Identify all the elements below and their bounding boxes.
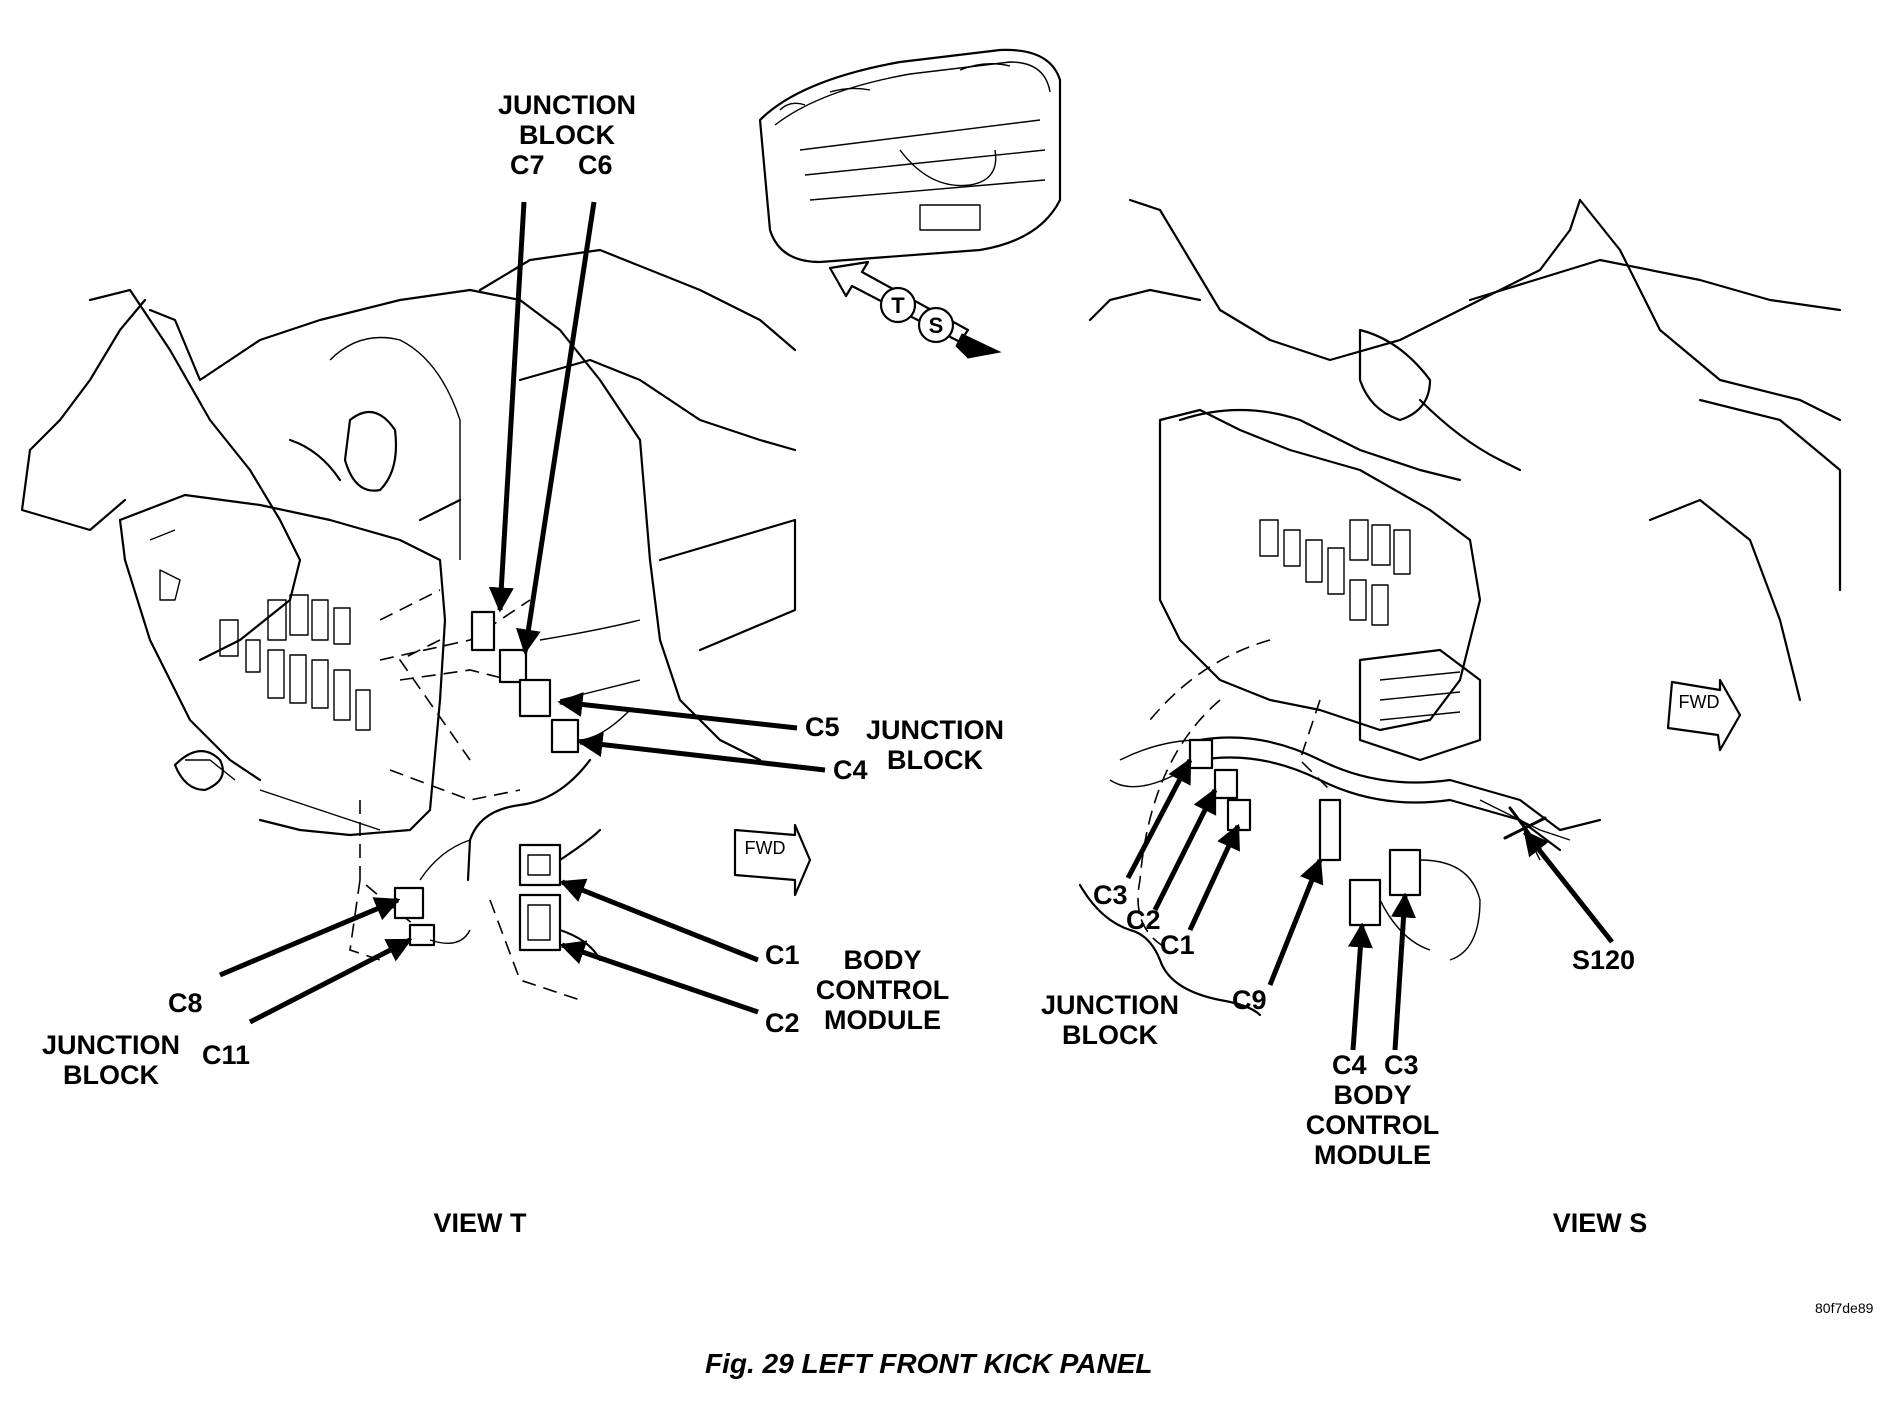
view-t-c5-label: C5: [805, 712, 840, 742]
view-t-bcm-line3: MODULE: [824, 1005, 941, 1035]
view-t-junction-block-bottom-line2: BLOCK: [63, 1060, 159, 1090]
view-t-c8-label: C8: [168, 988, 203, 1018]
view-t-title: VIEW T: [433, 1208, 527, 1238]
view-t-bcm-line2: CONTROL: [815, 975, 950, 1005]
view-t-marker: [879, 286, 917, 324]
view-s-c1-label: C1: [1160, 930, 1195, 960]
view-t-c6-label: C6: [578, 150, 613, 180]
view-t-c2-label: C2: [765, 1008, 800, 1038]
view-t-c4-label: C4: [833, 755, 868, 785]
view-s-junction-block-line1: JUNCTION: [1040, 990, 1179, 1020]
view-s-c3-label: C3: [1093, 880, 1128, 910]
view-t-junction-block-right-line2: BLOCK: [887, 745, 983, 775]
view-t-bcm-line1: BODY: [843, 945, 922, 975]
view-s-bcm-line3: MODULE: [1314, 1140, 1431, 1170]
view-s-marker-letter: S: [928, 313, 944, 338]
view-s-junction-block-line2: BLOCK: [1062, 1020, 1158, 1050]
image-code: 80f7de89: [1815, 1300, 1874, 1316]
view-t-junction-block-right-line1: JUNCTION: [865, 715, 1004, 745]
view-s-title: VIEW S: [1552, 1208, 1648, 1238]
view-s-c2-label: C2: [1126, 905, 1161, 935]
locator-dashboard-sketch: [758, 48, 1062, 264]
view-t-artwork: [20, 201, 826, 1025]
view-t-junction-block-top-line1: JUNCTION: [497, 90, 636, 120]
view-t-junction-block-bottom-line1: JUNCTION: [41, 1030, 180, 1060]
view-s-fwd-label: FWD: [1678, 692, 1720, 712]
view-t-c7-label: C7: [510, 150, 545, 180]
view-s-bcm-line1: BODY: [1333, 1080, 1412, 1110]
view-s-artwork: [1078, 198, 1842, 1051]
view-t-c11-label: C11: [202, 1040, 251, 1070]
view-t-marker-letter: T: [891, 293, 905, 318]
view-t-junction-block-top-line2: BLOCK: [519, 120, 615, 150]
figure-caption: Fig. 29 LEFT FRONT KICK PANEL: [705, 1348, 1153, 1379]
view-s-c4-label: C4: [1332, 1050, 1367, 1080]
view-t-c1-label: C1: [765, 940, 800, 970]
view-t-fwd-label: FWD: [744, 838, 786, 858]
view-s-bcm-line2: CONTROL: [1305, 1110, 1440, 1140]
view-s-c3-bcm-label: C3: [1384, 1050, 1419, 1080]
view-s-marker: [917, 306, 955, 344]
view-s-s120-label: S120: [1572, 945, 1636, 975]
view-s-c9-label: C9: [1232, 985, 1267, 1015]
